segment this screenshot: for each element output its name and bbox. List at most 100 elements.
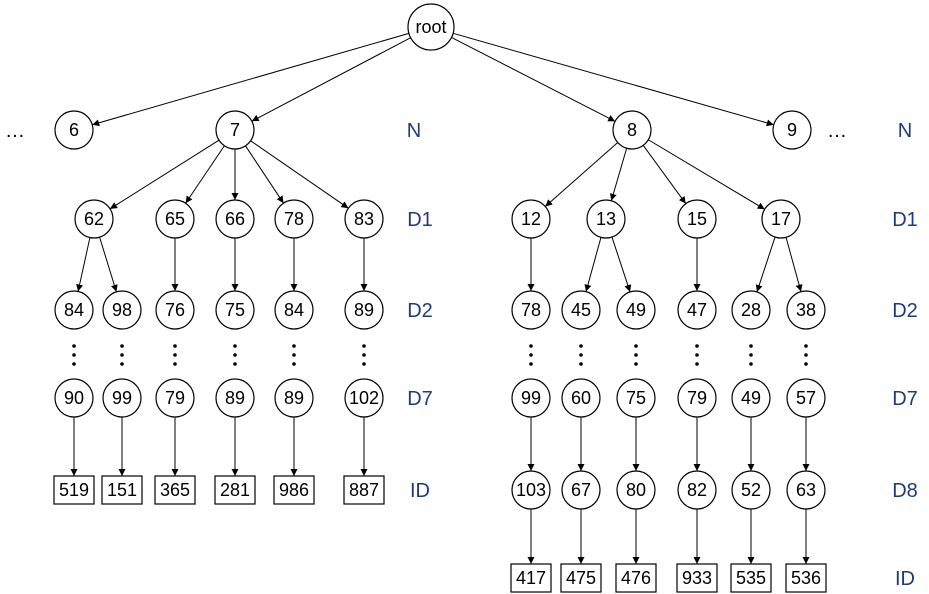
level-label-left-d2: D2 [407,300,433,322]
d8-node-52-8-4-circle [731,470,771,510]
d7-node-90-7-0-circle [54,378,94,418]
d1-node-66-7-2-circle [215,199,255,239]
d8-node-67-8-1-label: 67 [571,480,591,500]
id-box-986-box [273,475,315,505]
edge-7-d1-0 [109,139,220,210]
d2-node-89-7-5-circle [344,290,384,330]
d7-node-99-7-1-circle [102,378,142,418]
d7-node-79-8-3-label: 79 [687,388,707,408]
n-node-8: 8 [612,110,652,150]
d2-node-89-7-5-label: 89 [354,300,374,320]
d2-node-98-7-1: 98 [102,290,142,330]
d2-node-84-7-4: 84 [274,290,314,330]
id-box-535-box [730,563,772,593]
d8-node-103-8-0: 103 [511,470,551,510]
d8-node-52-8-4: 52 [731,470,771,510]
d8-node-82-8-3-circle [677,470,717,510]
d2-node-78-8-0: 78 [511,290,551,330]
d1-node-78-7-3-circle [274,199,314,239]
d7-node-89-7-4-circle [274,378,314,418]
d2-node-49-8-2: 49 [616,290,656,330]
d7-node-89-7-3-label: 89 [225,388,245,408]
d2-node-78-8-0-circle [511,290,551,330]
edge-7-d2-1 [99,237,118,292]
d8-node-80-8-2-circle [616,470,656,510]
d7-node-99-8-0: 99 [511,378,551,418]
d2-node-76-7-2-circle [155,290,195,330]
id-box-151: 151 [101,475,143,505]
d7-node-60-8-1-circle [561,378,601,418]
vdots-7-4 [292,344,296,366]
n-node-9-label: 9 [787,120,797,140]
d2-node-98-7-1-circle [102,290,142,330]
n-node-6-circle [54,110,94,150]
d2-node-47-8-3-label: 47 [687,300,707,320]
id-box-519-label: 519 [59,480,89,500]
d2-node-47-8-3-circle [677,290,717,330]
d1-node-83-7-4: 83 [344,199,384,239]
n-node-7: 7 [215,110,255,150]
d1-node-66-7-2: 66 [215,199,255,239]
d1-node-65-7-1-label: 65 [165,209,185,229]
d7-node-57-8-5-label: 57 [796,388,816,408]
edge-8-d2-1 [584,237,602,292]
id-box-417: 417 [510,563,552,593]
d2-node-84-7-4-circle [274,290,314,330]
vdots-7-0 [72,344,76,366]
edge-8-d1-3 [648,139,765,210]
d2-node-28-8-4-label: 28 [741,300,761,320]
d7-node-75-8-2-label: 75 [626,388,646,408]
edge-8-d1-0 [544,142,619,207]
vdots-7-1 [120,344,124,366]
d1-node-13-8-1: 13 [586,199,626,239]
id-box-535: 535 [730,563,772,593]
d8-node-103-8-0-circle [511,470,551,510]
d7-node-79-7-2-circle [155,378,195,418]
edge-root-n-1 [251,37,411,122]
n-node-7-label: 7 [230,120,240,140]
d1-node-15-8-2-label: 15 [687,209,707,229]
id-box-475: 475 [560,563,602,593]
d2-node-89-7-5: 89 [344,290,384,330]
d1-node-66-7-2-label: 66 [225,209,245,229]
id-box-365-label: 365 [160,480,190,500]
edge-root-n-0 [92,32,410,127]
d2-node-28-8-4: 28 [731,290,771,330]
id-box-986: 986 [273,475,315,505]
d7-node-60-8-1-label: 60 [571,388,591,408]
d8-node-52-8-4-label: 52 [741,480,761,500]
d2-node-45-8-1: 45 [561,290,601,330]
vdots-8-2 [634,344,638,366]
level-label-left-d1: D1 [407,209,433,231]
vdots-7-3 [233,344,237,366]
d2-node-45-8-1-circle [561,290,601,330]
level-label-right-d7: D7 [892,388,918,410]
edge-7-d1-1 [185,145,225,204]
d8-node-63-8-5-label: 63 [796,480,816,500]
level-label-right-d1: D1 [892,209,918,231]
d7-node-75-8-2: 75 [616,378,656,418]
d2-node-75-7-3-circle [215,290,255,330]
d8-node-103-8-0-label: 103 [516,480,546,500]
vdots-8-1 [579,344,583,366]
id-box-475-label: 475 [566,568,596,588]
d7-node-79-7-2-label: 79 [165,388,185,408]
d1-node-78-7-3: 78 [274,199,314,239]
d1-node-17-8-3-label: 17 [771,209,791,229]
d1-node-12-8-0-circle [511,199,551,239]
d7-node-89-7-4-label: 89 [284,388,304,408]
level-label-left-d7: D7 [407,388,433,410]
id-box-476-box [615,563,657,593]
id-box-476-label: 476 [621,568,651,588]
d8-node-80-8-2-label: 80 [626,480,646,500]
edge-7-d1-3 [245,145,284,204]
id-box-475-box [560,563,602,593]
d2-node-75-7-3: 75 [215,290,255,330]
d8-node-80-8-2: 80 [616,470,656,510]
id-box-417-box [510,563,552,593]
edge-8-d2-2 [611,236,632,293]
d1-node-12-8-0-label: 12 [521,209,541,229]
vdots-7-5 [362,344,366,366]
d7-node-89-7-3-circle [215,378,255,418]
